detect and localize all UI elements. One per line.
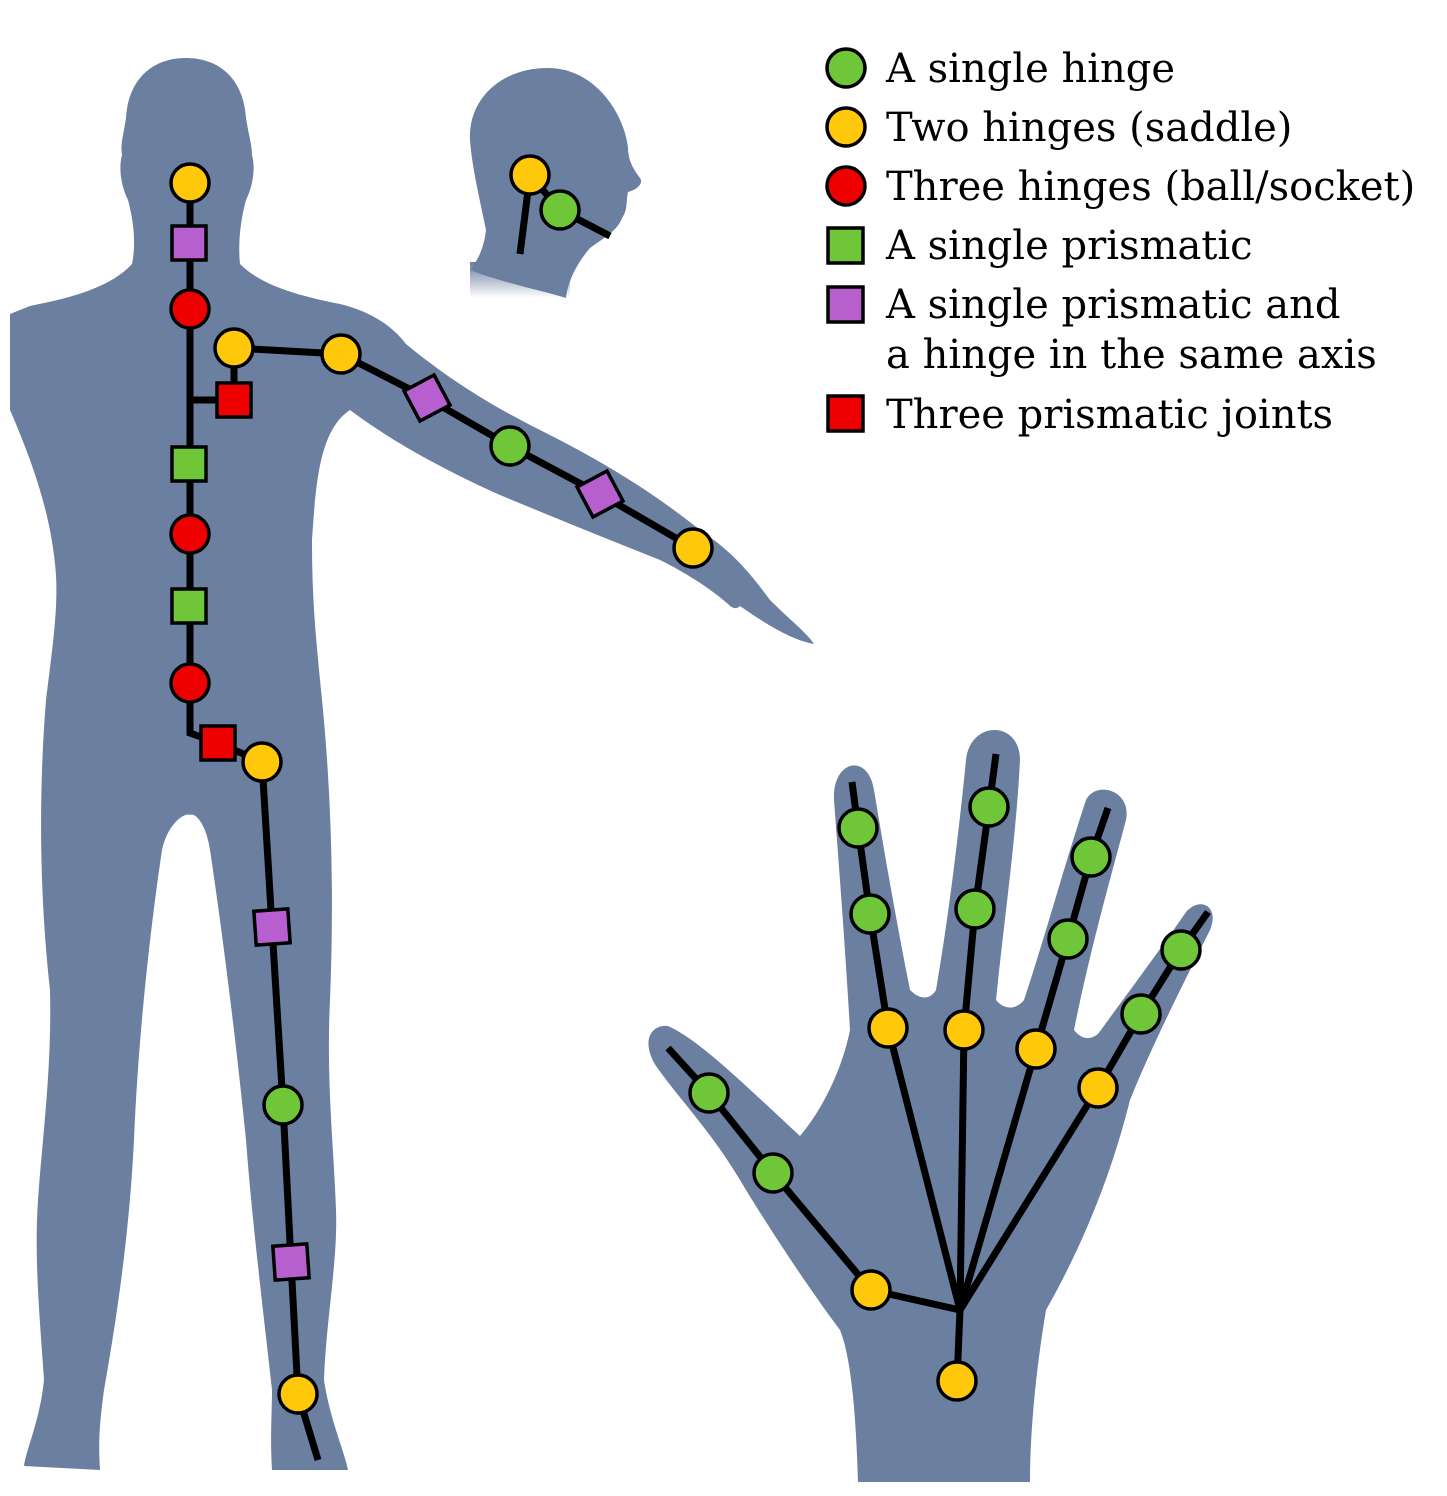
body-left-half (10, 58, 190, 1470)
ring-base-saddle-joint (1015, 1028, 1057, 1070)
hip-saddle-joint (241, 741, 283, 783)
neck-saddle-joint (169, 162, 211, 204)
lower-spine-ball-joint (169, 662, 211, 704)
legend-marker-single-hinge (825, 47, 867, 89)
legend: A single hinge Two hinges (saddle) Three… (825, 46, 1415, 438)
legend-item-single-prismatic: A single prismatic (826, 223, 1253, 269)
head-shape (469, 68, 642, 298)
lower-spine-prismatic-joint (170, 587, 208, 625)
ring-tip-hinge-joint (1070, 836, 1112, 878)
legend-marker-two-hinges (825, 106, 867, 148)
hand-joints (688, 786, 1202, 1402)
thigh-prismatic-hinge-joint (251, 906, 293, 948)
shin-prismatic-hinge-joint (270, 1241, 312, 1283)
elbow-hinge-joint (489, 425, 531, 467)
legend-label-prismatic-hinge-line1: A single prismatic and (885, 282, 1341, 328)
legend-label-two-hinges: Two hinges (saddle) (886, 105, 1292, 151)
wrist-saddle-joint (672, 527, 714, 569)
ring-middle-hinge-joint (1047, 918, 1089, 960)
mid-spine-ball-joint (169, 513, 211, 555)
legend-item-two-hinges: Two hinges (saddle) (825, 105, 1292, 151)
hand-silhouette (648, 730, 1213, 1482)
legend-item-single-hinge: A single hinge (825, 46, 1175, 92)
mid-spine-prismatic-joint (170, 445, 208, 483)
legend-marker-three-hinges (825, 165, 867, 207)
clavicle-prismatic-joint (215, 381, 253, 419)
legend-label-prismatic-hinge-line2: a hinge in the same axis (886, 332, 1377, 378)
legend-marker-prismatic-hinge (826, 285, 865, 324)
legend-label-single-hinge: A single hinge (885, 46, 1175, 92)
pelvis-prismatic-joint (199, 724, 237, 762)
knee-hinge-joint (262, 1084, 304, 1126)
middle-base-saddle-joint (943, 1009, 985, 1051)
wrist-root-saddle-joint (936, 1360, 978, 1402)
hand-shape (648, 730, 1213, 1482)
neck-fade (470, 262, 570, 298)
little-base-saddle-joint (1077, 1067, 1119, 1109)
ankle-saddle-joint (277, 1373, 319, 1415)
neck-prismatic-hinge-joint (170, 224, 208, 262)
legend-item-three-hinges: Three hinges (ball/socket) (825, 164, 1415, 210)
little-middle-hinge-joint (1120, 993, 1162, 1035)
head-joints (509, 154, 581, 231)
thumb-middle-hinge-joint (752, 1152, 794, 1194)
jaw-hinge-joint (539, 189, 581, 231)
middle-middle-hinge-joint (954, 888, 996, 930)
upper-spine-ball-joint (169, 288, 211, 330)
body-silhouette (10, 58, 814, 1470)
little-tip-hinge-joint (1160, 929, 1202, 971)
upper-arm-saddle-joint (320, 333, 362, 375)
legend-label-single-prismatic: A single prismatic (885, 223, 1253, 269)
middle-tip-hinge-joint (968, 786, 1010, 828)
index-base-saddle-joint (867, 1007, 909, 1049)
legend-label-three-hinges: Three hinges (ball/socket) (886, 164, 1415, 210)
shoulder-saddle-joint (213, 327, 255, 369)
index-middle-hinge-joint (849, 893, 891, 935)
head-silhouette (469, 68, 642, 298)
legend-marker-three-prismatic (826, 394, 865, 433)
forearm-prismatic-hinge-joint (574, 468, 626, 520)
body-right-half (186, 58, 814, 1470)
legend-marker-single-prismatic (826, 226, 865, 265)
body-joints (169, 162, 714, 1415)
legend-item-three-prismatic: Three prismatic joints (826, 392, 1333, 438)
legend-item-prismatic-hinge: A single prismatic and a hinge in the sa… (826, 282, 1377, 378)
jaw-saddle-joint (509, 154, 551, 196)
index-tip-hinge-joint (837, 807, 879, 849)
thumb-tip-hinge-joint (688, 1072, 730, 1114)
thumb-base-saddle-joint (850, 1269, 892, 1311)
legend-label-three-prismatic: Three prismatic joints (886, 392, 1333, 438)
upper-arm-prismatic-hinge-joint (401, 372, 453, 424)
